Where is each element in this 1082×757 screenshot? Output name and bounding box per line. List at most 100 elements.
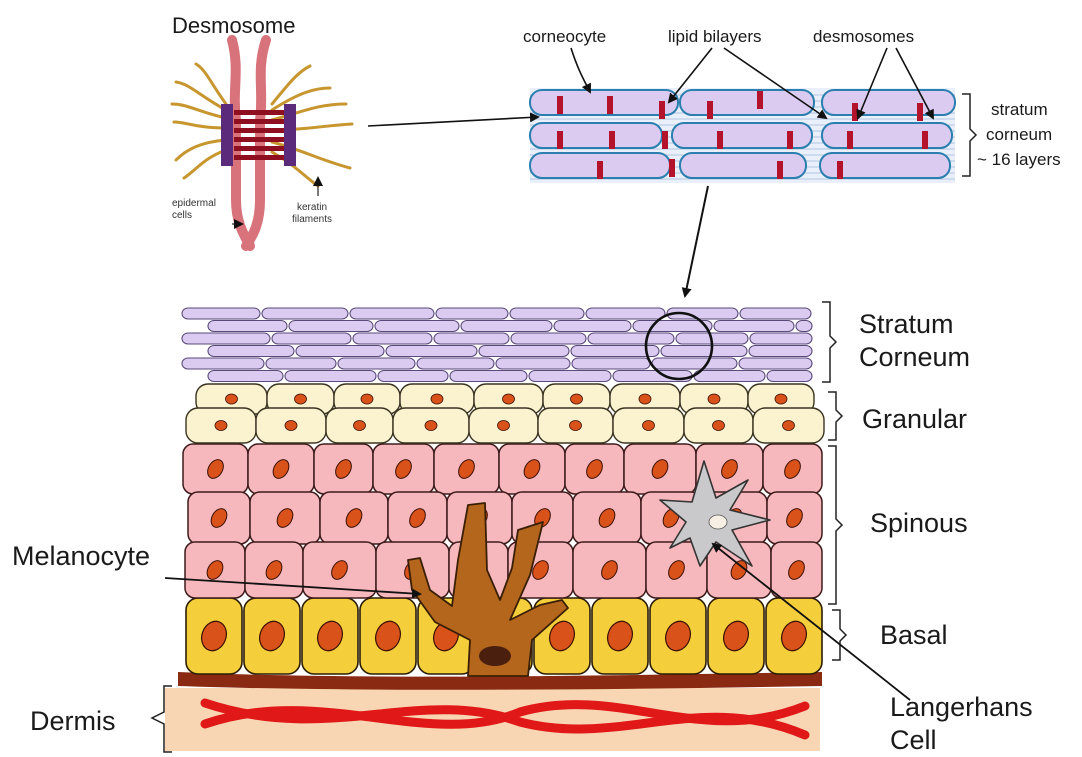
- corneocyte: [572, 358, 650, 369]
- corneocyte: [680, 153, 806, 178]
- corneocyte: [434, 333, 509, 344]
- cell-nucleus: [431, 394, 443, 404]
- stratum-corneum-note-line-2: corneum: [986, 125, 1052, 145]
- corneocyte-label: corneocyte: [523, 27, 606, 47]
- desmosome-plaque: [284, 104, 296, 166]
- layer-label-basal: Basal: [880, 620, 948, 651]
- cell-nucleus: [783, 421, 795, 431]
- desmosome-marker: [597, 161, 603, 179]
- corneocyte: [285, 371, 376, 382]
- cell-nucleus: [570, 421, 582, 431]
- cell-nucleus: [295, 394, 307, 404]
- corneocyte: [740, 308, 811, 319]
- cell-nucleus: [215, 421, 227, 431]
- cell-nucleus: [643, 421, 655, 431]
- langerhans-nucleus: [709, 515, 727, 529]
- corneocyte: [554, 321, 631, 332]
- corneocyte: [378, 371, 448, 382]
- desmosome-marker: [707, 101, 713, 119]
- corneocyte: [694, 371, 765, 382]
- bracket-granular: [828, 392, 842, 440]
- desmosome-marker: [557, 96, 563, 114]
- corneocyte: [182, 333, 270, 344]
- corneocyte: [479, 346, 569, 357]
- corneocyte: [588, 333, 674, 344]
- corneocyte: [289, 321, 373, 332]
- corneocyte: [496, 358, 570, 369]
- cadherin-link: [234, 128, 284, 133]
- cell-nucleus: [354, 421, 366, 431]
- cell-nucleus: [713, 421, 725, 431]
- corneocyte: [530, 123, 662, 148]
- corneocyte: [182, 308, 260, 319]
- corneocyte: [750, 333, 812, 344]
- corneocyte: [386, 346, 477, 357]
- cell-nucleus: [285, 421, 297, 431]
- layer-label-stratum: Stratum: [859, 309, 954, 340]
- desmosome-marker: [659, 101, 665, 119]
- langerhans-label-line-1: Langerhans: [890, 692, 1033, 723]
- dermis-label: Dermis: [30, 706, 116, 737]
- corneocyte: [272, 333, 351, 344]
- bracket-stratum-corneum: [822, 302, 836, 382]
- desmosome-title: Desmosome: [172, 13, 295, 38]
- corneocyte: [338, 358, 415, 369]
- corneocyte: [511, 333, 586, 344]
- corneocyte: [739, 358, 812, 369]
- corneocyte: [749, 346, 812, 357]
- desmosome-marker: [557, 131, 563, 149]
- corneocyte: [796, 321, 812, 332]
- corneocyte: [822, 123, 952, 148]
- cell-nucleus: [503, 394, 515, 404]
- melanocyte-nucleus: [479, 646, 511, 666]
- corneocyte: [767, 371, 812, 382]
- corneocyte: [822, 90, 955, 115]
- corneocyte: [714, 321, 794, 332]
- desmosome-marker: [717, 131, 723, 149]
- epidermal-cells-label: epidermal cells: [172, 198, 216, 221]
- desmosome-to-detail-arrow: [368, 117, 538, 126]
- desmosome-marker: [757, 91, 763, 109]
- stratum-corneum-note-line-3: ~ 16 layers: [977, 150, 1061, 170]
- desmosomes-label: desmosomes: [813, 27, 914, 47]
- epidermal-cell-membrane: [232, 40, 250, 246]
- corneocyte: [182, 358, 264, 369]
- cell-nucleus: [571, 394, 583, 404]
- stratum-corneum-layer: [182, 308, 812, 382]
- keratin-filament: [176, 140, 226, 160]
- cell-nucleus: [498, 421, 510, 431]
- desmosome-marker: [917, 103, 923, 121]
- epidermal-cell-membrane: [246, 40, 266, 246]
- keratin-filaments-label: keratin filaments: [292, 202, 332, 225]
- corneocyte-pointer: [571, 48, 590, 92]
- layer-label-spinous: Spinous: [870, 508, 968, 539]
- corneocyte: [208, 371, 283, 382]
- corneocyte: [450, 371, 527, 382]
- layer-label-corneum: Corneum: [859, 342, 970, 373]
- cell-nucleus: [775, 394, 787, 404]
- stratum-corneum-detail-illustration: [530, 88, 955, 183]
- desmosome-plaque: [221, 104, 233, 166]
- cadherin-link: [234, 119, 284, 124]
- cadherin-link: [234, 146, 284, 151]
- corneocyte: [461, 321, 552, 332]
- corneocyte: [375, 321, 459, 332]
- layer-label-granular: Granular: [862, 404, 967, 435]
- desmosome-marker: [669, 159, 675, 177]
- corneocyte: [530, 90, 678, 115]
- desmosome-marker: [662, 131, 668, 149]
- langerhans-label-line-2: Cell: [890, 725, 937, 756]
- desmosome-marker: [852, 103, 858, 121]
- corneocyte: [586, 308, 665, 319]
- corneocyte: [436, 308, 508, 319]
- corneocyte: [417, 358, 494, 369]
- corneocyte: [296, 346, 384, 357]
- corneocyte: [652, 358, 737, 369]
- bracket-spinous: [828, 446, 842, 604]
- corneocyte: [529, 371, 611, 382]
- corneocyte: [510, 308, 584, 319]
- desmosome-marker: [609, 131, 615, 149]
- dermis-layer: [165, 688, 820, 751]
- detail-to-corneum-arrow: [685, 186, 708, 296]
